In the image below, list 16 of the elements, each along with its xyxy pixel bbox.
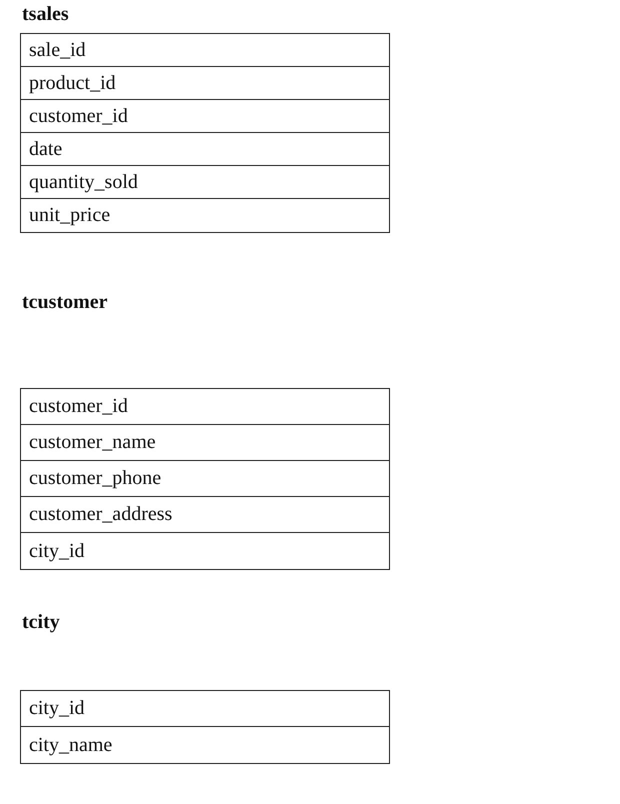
table-name: tcity	[22, 610, 60, 634]
field-row: quantity_sold	[21, 166, 389, 199]
field-row: date	[21, 133, 389, 166]
field-row: city_id	[21, 691, 389, 727]
field-row: customer_phone	[21, 461, 389, 497]
field-row: product_id	[21, 67, 389, 100]
field-row: city_name	[21, 727, 389, 763]
field-row: customer_id	[21, 389, 389, 425]
field-row: unit_price	[21, 199, 389, 232]
field-row: customer_id	[21, 100, 389, 133]
field-row: customer_name	[21, 425, 389, 461]
field-row: sale_id	[21, 34, 389, 67]
field-row: city_id	[21, 533, 389, 569]
table-name: tcustomer	[22, 290, 108, 314]
field-row: customer_address	[21, 497, 389, 533]
table-name: tsales	[22, 2, 69, 26]
